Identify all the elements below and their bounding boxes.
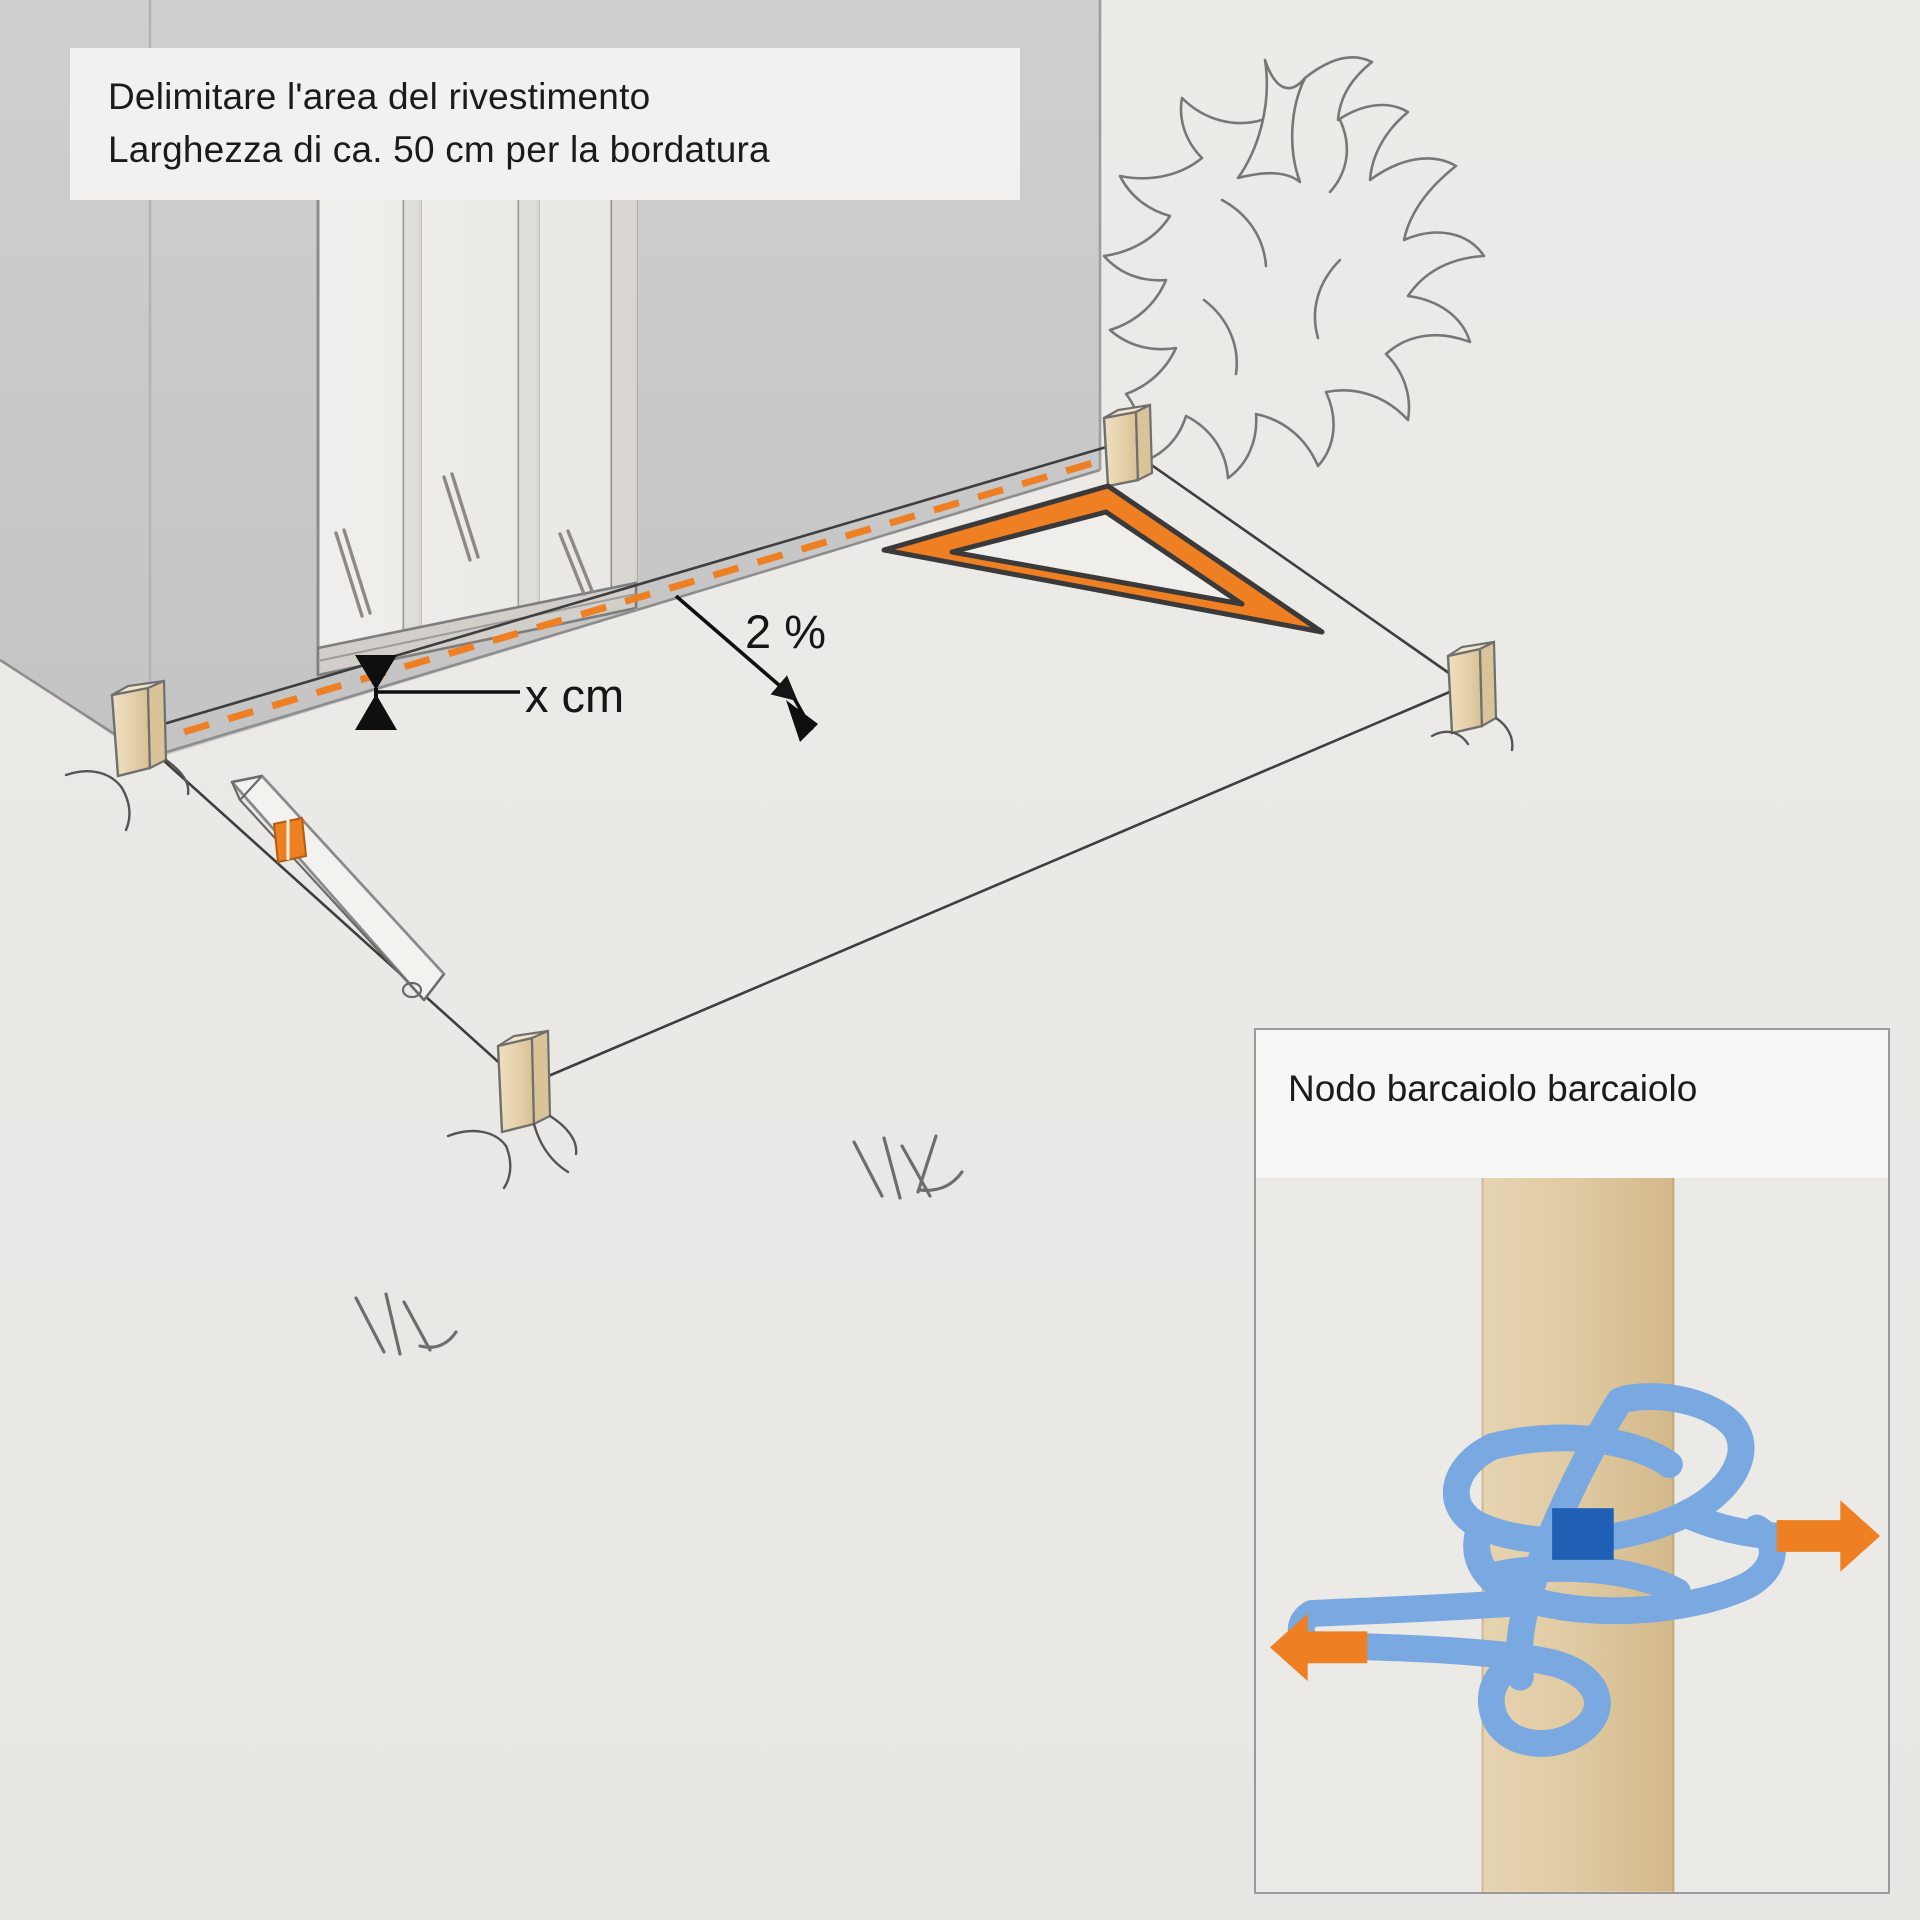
layout-string-line (132, 441, 1467, 1088)
slope-label: 2 % (745, 605, 826, 658)
corner-stake-front (446, 1029, 578, 1190)
corner-stake-right (1430, 640, 1514, 752)
inset-title: Nodo barcaiolo barcaiolo (1288, 1068, 1698, 1109)
caption-line-1: Delimitare l'area del rivestimento (108, 76, 651, 118)
orange-set-square (881, 483, 1325, 635)
background-shrub (1102, 55, 1486, 480)
arrow-left-icon (1269, 1613, 1368, 1682)
distance-label: x cm (525, 669, 625, 722)
blue-square-marker (1552, 1508, 1614, 1560)
glass-sliding-door (316, 174, 638, 677)
height-dimension-marker (355, 655, 520, 730)
inset-header: Nodo barcaiolo barcaiolo (1256, 1030, 1888, 1178)
arrow-right-icon (1776, 1500, 1881, 1572)
inset-body (1256, 1178, 1888, 1892)
grass-tufts (354, 1134, 964, 1356)
orange-dashed-edge-line (139, 451, 1121, 749)
knot-inset-panel: Nodo barcaiolo barcaiolo (1254, 1028, 1890, 1894)
clove-hitch-illustration (1269, 1178, 1881, 1892)
corner-stake-left (64, 679, 190, 832)
caption-line-2: Larghezza di ca. 50 cm per la bordatura (108, 129, 770, 170)
wooden-batten-level (230, 774, 446, 1002)
slope-direction-arrow (674, 594, 818, 742)
caption-box: Delimitare l'area del rivestimento Largh… (70, 48, 1020, 200)
corner-stake-back-right (1084, 403, 1154, 502)
